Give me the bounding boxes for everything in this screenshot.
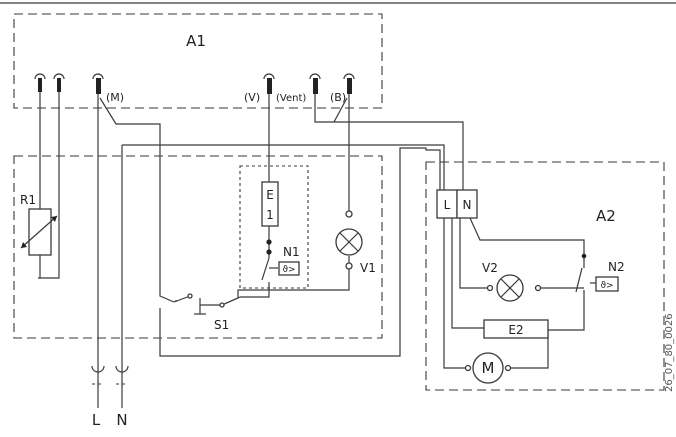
terminal-v-label: (V) [244, 91, 260, 104]
motor-label: M [482, 359, 495, 377]
s1-label: S1 [214, 318, 229, 332]
thermostat-n2-group: ϑ> N2 [581, 253, 625, 292]
n2-label: N2 [608, 260, 625, 274]
e2-label: E2 [508, 323, 523, 337]
module-a2-frame [425, 161, 665, 391]
wires [38, 92, 596, 408]
terminal-m-label: (M) [106, 91, 124, 104]
terminal-b-label: (B) [330, 91, 346, 104]
lamp-v1: V1 [335, 210, 376, 275]
n1-contact [261, 257, 270, 281]
module-a2: A2 L N [425, 161, 665, 391]
a1-terminal-v [263, 73, 275, 94]
switch-s1: S1 [187, 293, 229, 332]
e1-label-top: E [266, 188, 274, 202]
a2-terminal-l-label: L [444, 198, 451, 212]
a1-terminal-r1a [34, 73, 46, 92]
module-a2-label: A2 [596, 207, 616, 225]
thermostat-n2-symbol: ϑ> [600, 281, 613, 291]
heater-e2: E2 [483, 319, 549, 339]
n1-label: N1 [283, 245, 300, 259]
e1-label-bottom: 1 [266, 208, 274, 222]
a2-terminal-n-label: N [463, 198, 472, 212]
v1-label: V1 [360, 261, 376, 275]
a1-terminal-r1b [53, 73, 65, 92]
s1-lever-a [173, 295, 191, 303]
unit-frame [13, 155, 383, 339]
module-a1-label: A1 [186, 32, 206, 50]
mains-l-label: L [92, 411, 101, 429]
document-code: 26_07_80_0026 [664, 313, 675, 392]
thermostat-n1 [278, 261, 300, 276]
module-a1-frame [13, 13, 383, 109]
motor-m: M [464, 352, 512, 384]
terminal-vent-label: (Vent) [276, 93, 306, 104]
lamp-v2: V2 [482, 261, 542, 302]
mains-connectors: L N [91, 365, 129, 429]
thermostat-n2 [595, 276, 619, 292]
resistor-r1: R1 [20, 193, 58, 256]
v2-label: V2 [482, 261, 498, 275]
a1-terminal-b [343, 73, 355, 94]
e1-enclosure [239, 165, 309, 289]
heater-e1 [261, 181, 279, 227]
a1-terminal-m [92, 73, 104, 94]
r1-label: R1 [20, 193, 36, 207]
module-a1: A1 (M) (V) (Vent) (B) [13, 13, 383, 109]
mains-n-label: N [116, 411, 127, 429]
heater-e1-group: E 1 ϑ> N1 [239, 165, 309, 289]
thermostat-n1-symbol: ϑ> [282, 265, 295, 275]
a2-terminal-n [456, 189, 478, 219]
a1-terminal-vent [309, 73, 321, 94]
